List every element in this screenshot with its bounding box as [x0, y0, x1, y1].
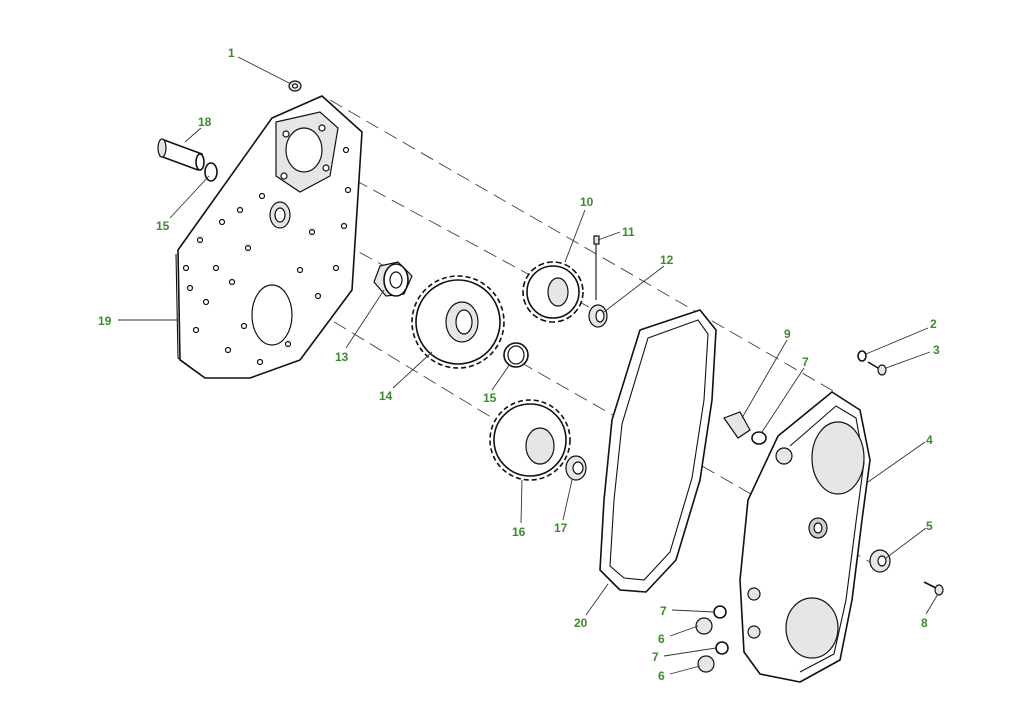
bolt-part-3 — [867, 361, 887, 376]
washer-part-7-mid — [713, 605, 727, 619]
callout-19: 19 — [98, 314, 112, 328]
callout-5: 5 — [926, 519, 933, 533]
bolt-part-8 — [923, 581, 944, 596]
callout-7-top: 7 — [802, 355, 809, 369]
plate-bolt-holes — [182, 146, 352, 366]
gear-cover-part-4 — [739, 391, 871, 683]
pin-part-11 — [593, 235, 600, 300]
callout-7-mid: 7 — [660, 604, 667, 618]
callout-11: 11 — [622, 225, 635, 239]
callout-18: 18 — [198, 115, 212, 129]
callout-10: 10 — [580, 195, 594, 209]
fitting-part-9 — [723, 411, 751, 439]
sprocket-part-10 — [522, 261, 584, 323]
plug-part-6-lower — [697, 655, 715, 673]
pin-part-18 — [157, 138, 205, 171]
nut-part-17 — [565, 455, 587, 481]
callout-9: 9 — [784, 327, 791, 341]
callout-6-lower: 6 — [658, 669, 665, 683]
callout-3: 3 — [933, 343, 940, 357]
washer-part-7-low — [715, 641, 729, 655]
callout-8: 8 — [921, 616, 928, 630]
washer-part-7-top — [751, 431, 767, 445]
callout-13: 13 — [335, 350, 349, 364]
nut-part-12 — [588, 304, 608, 328]
callout-15-mid: 15 — [483, 391, 497, 405]
callout-6-upper: 6 — [658, 632, 665, 646]
nut-part-1 — [288, 80, 302, 92]
callout-4: 4 — [926, 433, 933, 447]
bearing-part-13 — [373, 261, 413, 297]
callout-17: 17 — [554, 521, 568, 535]
washer-part-2 — [857, 350, 867, 362]
callout-labels: 1 18 15 19 13 14 15 10 11 12 16 17 20 9 … — [98, 46, 940, 683]
callout-1: 1 — [228, 46, 235, 60]
plug-part-6-upper — [695, 617, 713, 635]
callout-20: 20 — [574, 616, 588, 630]
gasket-part-20 — [599, 309, 717, 593]
callout-15-left: 15 — [156, 219, 170, 233]
callout-7-low: 7 — [652, 650, 659, 664]
gear-part-14 — [411, 275, 505, 369]
nut-part-5 — [869, 549, 891, 573]
callout-2: 2 — [930, 317, 937, 331]
gear-part-16 — [489, 399, 571, 481]
back-plate — [175, 95, 363, 379]
callout-12: 12 — [660, 253, 674, 267]
leader-lines — [118, 56, 939, 675]
callout-16: 16 — [512, 525, 526, 539]
callout-14: 14 — [379, 389, 393, 403]
